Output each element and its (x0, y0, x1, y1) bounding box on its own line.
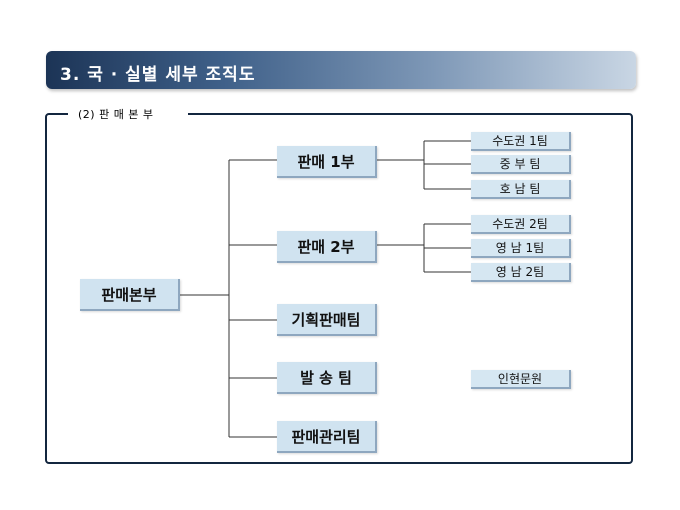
node-team-honam: 호 남 팀 (471, 180, 571, 199)
node-shipping-team: 발 송 팀 (277, 362, 377, 394)
node-team-central: 중 부 팀 (471, 155, 571, 174)
node-team-yeongnam-2: 영 남 2팀 (471, 263, 571, 282)
section-label: (2) 판 매 본 부 (70, 106, 162, 122)
node-sales-div2: 판매 2부 (277, 231, 377, 263)
node-planning-team: 기획판매팀 (277, 304, 377, 336)
node-team-yeongnam-1: 영 남 1팀 (471, 239, 571, 258)
node-team-capital-1: 수도권 1팀 (471, 132, 571, 151)
node-sales-mgmt-team: 판매관리팀 (277, 421, 377, 453)
page-title: 3. 국 · 실별 세부 조직도 (60, 65, 256, 85)
title-bar: 3. 국 · 실별 세부 조직도 (46, 51, 636, 89)
node-team-capital-2: 수도권 2팀 (471, 215, 571, 234)
node-sales-hq: 판매본부 (80, 279, 180, 311)
node-sales-div1: 판매 1부 (277, 146, 377, 178)
org-chart-frame (45, 113, 633, 464)
node-note: 인현문원 (471, 370, 571, 389)
